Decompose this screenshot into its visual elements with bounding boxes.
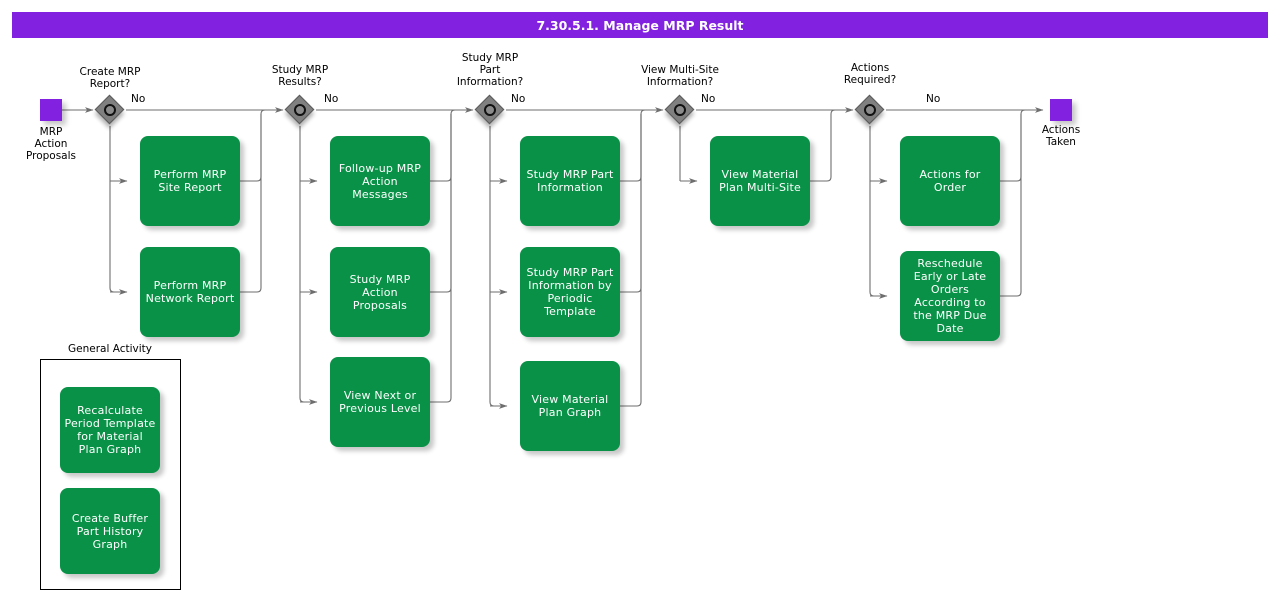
gw2-label-line-2: Results? [278, 76, 322, 88]
task-perform-mrp-network-report[interactable]: Perform MRP Network Report [140, 247, 240, 337]
gateway-actions-required[interactable] [854, 94, 885, 125]
gw2-label-line-1: Study MRP [271, 64, 329, 76]
gateway-study-mrp-results-label: Study MRP Results? [250, 64, 350, 88]
end-label-line-2: Taken [1046, 136, 1076, 148]
start-event-mrp-action-proposals[interactable] [40, 99, 62, 121]
start-label-line-3: Proposals [25, 150, 77, 162]
gateway-create-mrp-report[interactable] [94, 94, 125, 125]
task-study-mrp-part-information[interactable]: Study MRP Part Information [520, 136, 620, 226]
gateway-inclusive-circle-icon [294, 104, 306, 116]
gateway-inclusive-circle-icon [104, 104, 116, 116]
task-view-material-plan-multi-site[interactable]: View Material Plan Multi-Site [710, 136, 810, 226]
gateway-actions-required-branch-no: No [926, 93, 941, 105]
gateway-create-mrp-report-label: Create MRP Report? [60, 66, 160, 90]
page-title: 7.30.5.1. Manage MRP Result [12, 12, 1268, 38]
gw3-label-line-1: Study MRP [461, 52, 519, 64]
end-event-actions-taken[interactable] [1050, 99, 1072, 121]
gateway-inclusive-circle-icon [864, 104, 876, 116]
task-follow-up-mrp-action-messages[interactable]: Follow-up MRP Action Messages [330, 136, 430, 226]
task-perform-mrp-site-report[interactable]: Perform MRP Site Report [140, 136, 240, 226]
gateway-study-mrp-part-information-label: Study MRP Part Information? [437, 52, 543, 88]
gateway-actions-required-label: Actions Required? [820, 62, 920, 86]
start-label-line-2: Action [34, 138, 68, 150]
task-create-buffer-part-history-graph[interactable]: Create Buffer Part History Graph [60, 488, 160, 574]
task-recalculate-period-template-for-material-plan-graph[interactable]: Recalculate Period Template for Material… [60, 387, 160, 473]
gw3-label-line-2: Part [479, 64, 501, 76]
gateway-study-mrp-results[interactable] [284, 94, 315, 125]
task-reschedule-early-or-late-orders[interactable]: Reschedule Early or Late Orders Accordin… [900, 251, 1000, 341]
task-view-next-or-previous-level[interactable]: View Next or Previous Level [330, 357, 430, 447]
gw5-label-line-1: Actions [850, 62, 890, 74]
gw1-label-line-1: Create MRP [79, 66, 141, 78]
start-event-label: MRP Action Proposals [8, 126, 94, 162]
task-study-mrp-part-information-by-periodic-template[interactable]: Study MRP Part Information by Periodic T… [520, 247, 620, 337]
end-label-line-1: Actions [1041, 124, 1081, 136]
gw4-label-line-2: Information? [646, 76, 714, 88]
task-actions-for-order[interactable]: Actions for Order [900, 136, 1000, 226]
gateway-view-multi-site-information-label: View Multi-Site Information? [620, 64, 740, 88]
gw1-label-line-2: Report? [89, 78, 131, 90]
gateway-view-multi-site-information[interactable] [664, 94, 695, 125]
group-general-activity-title: General Activity [68, 343, 152, 355]
gateway-inclusive-circle-icon [674, 104, 686, 116]
gateway-view-multi-site-information-branch-no: No [701, 93, 716, 105]
gw3-label-line-3: Information? [456, 76, 524, 88]
gw4-label-line-1: View Multi-Site [641, 64, 719, 76]
task-study-mrp-action-proposals[interactable]: Study MRP Action Proposals [330, 247, 430, 337]
end-event-label: Actions Taken [1018, 124, 1104, 148]
gateway-create-mrp-report-branch-no: No [131, 93, 146, 105]
gw5-label-line-2: Required? [843, 74, 897, 86]
gateway-study-mrp-part-information[interactable] [474, 94, 505, 125]
task-view-material-plan-graph[interactable]: View Material Plan Graph [520, 361, 620, 451]
start-label-line-1: MRP [39, 126, 63, 138]
gateway-inclusive-circle-icon [484, 104, 496, 116]
gateway-study-mrp-part-information-branch-no: No [511, 93, 526, 105]
gateway-study-mrp-results-branch-no: No [324, 93, 339, 105]
